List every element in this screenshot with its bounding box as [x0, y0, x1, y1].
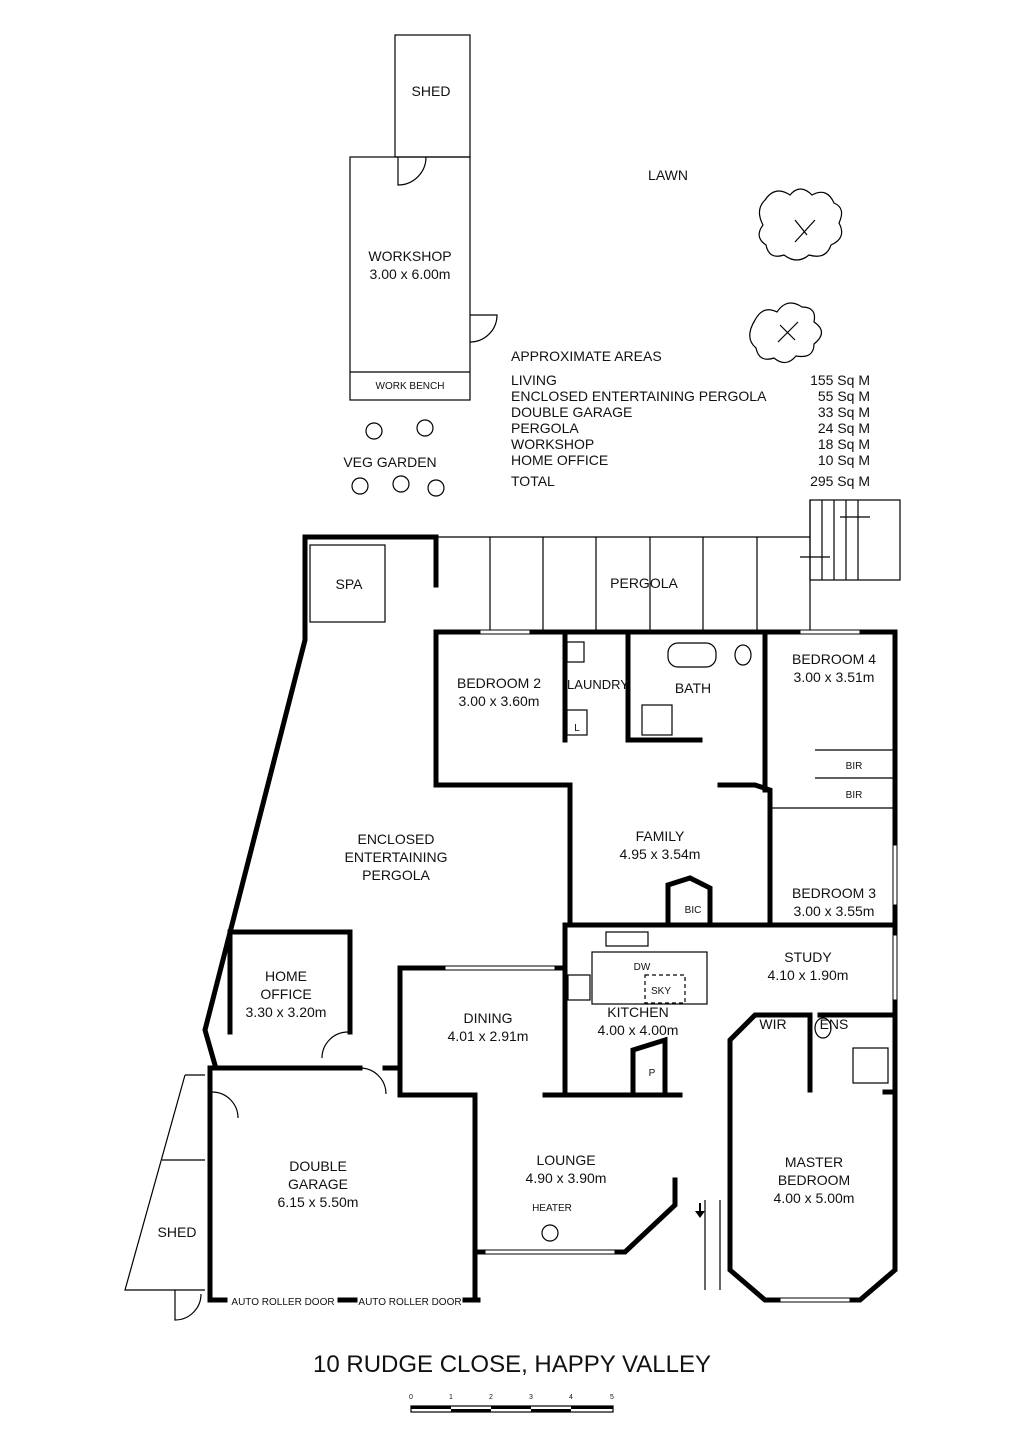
sky-label: SKY	[651, 986, 671, 997]
area-value: 18 Sq M	[818, 436, 870, 452]
bedroom2-label: BEDROOM 2	[457, 675, 541, 691]
scale-tick: 4	[569, 1394, 573, 1401]
dw-label: DW	[634, 962, 651, 973]
laundry-label: LAUNDRY	[567, 677, 629, 692]
kitchen-dim: 4.00 x 4.00m	[598, 1022, 679, 1038]
total-label: TOTAL	[511, 473, 555, 489]
plan-title: 10 RUDGE CLOSE, HAPPY VALLEY	[313, 1351, 711, 1378]
garage-label-1: DOUBLE	[289, 1158, 347, 1174]
bath-label: BATH	[675, 680, 711, 696]
enclosed-pergola-label-1: ENCLOSED	[357, 831, 434, 847]
enclosed-pergola-label-3: PERGOLA	[362, 867, 430, 883]
garage-dim: 6.15 x 5.50m	[278, 1194, 359, 1210]
lounge-label: LOUNGE	[536, 1152, 595, 1168]
pergola	[436, 500, 811, 632]
area-label: DOUBLE GARAGE	[511, 404, 632, 420]
side-shed-label: SHED	[158, 1224, 197, 1240]
spa-label: SPA	[336, 576, 364, 592]
window	[779, 1297, 851, 1303]
total-value: 295 Sq M	[810, 473, 870, 489]
window	[484, 1249, 616, 1255]
bedroom3-label: BEDROOM 3	[792, 885, 876, 901]
ens-label: ENS	[820, 1016, 849, 1032]
roller-door-label: AUTO ROLLER DOOR	[231, 1297, 334, 1308]
scale-tick: 3	[529, 1394, 533, 1401]
work-bench-label: WORK BENCH	[376, 381, 445, 392]
kitchen-label: KITCHEN	[607, 1004, 668, 1020]
bedroom2-dim: 3.00 x 3.60m	[459, 693, 540, 709]
scale-bar	[410, 1405, 614, 1413]
area-label: PERGOLA	[511, 420, 579, 436]
scale-tick: 0	[409, 1394, 413, 1401]
bic-label: BIC	[685, 905, 702, 916]
shrub-icons	[351, 419, 445, 497]
bir-label: BIR	[846, 790, 863, 801]
tree-icon	[758, 188, 843, 261]
area-label: ENCLOSED ENTERTAINING PERGOLA	[511, 388, 767, 404]
study-label: STUDY	[784, 949, 832, 965]
window	[444, 965, 556, 971]
pantry-label: P	[649, 1068, 656, 1079]
window	[799, 629, 861, 635]
lounge-dim: 4.90 x 3.90m	[526, 1170, 607, 1186]
workshop	[349, 156, 498, 401]
tree-icon	[749, 302, 823, 364]
linen-label: L	[574, 723, 580, 734]
home-office-label-1: HOME	[265, 968, 307, 984]
scale-tick: 5	[610, 1394, 614, 1401]
shed-top-label: SHED	[412, 83, 451, 99]
scale-tick: 1	[449, 1394, 453, 1401]
bedroom3-dim: 3.00 x 3.55m	[794, 903, 875, 919]
master-dim: 4.00 x 5.00m	[774, 1190, 855, 1206]
area-label: WORKSHOP	[511, 436, 594, 452]
garage-label-2: GARAGE	[288, 1176, 348, 1192]
fixtures	[541, 641, 889, 1242]
home-office-dim: 3.30 x 3.20m	[246, 1004, 327, 1020]
family-dim: 4.95 x 3.54m	[620, 846, 701, 862]
wir-label: WIR	[759, 1016, 786, 1032]
pergola-label: PERGOLA	[610, 575, 678, 591]
workshop-dim: 3.00 x 6.00m	[370, 266, 451, 282]
window	[892, 844, 898, 906]
area-value: 24 Sq M	[818, 420, 870, 436]
dining-label: DINING	[464, 1010, 513, 1026]
area-label: HOME OFFICE	[511, 452, 608, 468]
shed-top	[394, 34, 471, 186]
window	[479, 629, 531, 635]
enclosed-pergola-label-2: ENTERTAINING	[345, 849, 448, 865]
workshop-label: WORKSHOP	[368, 248, 451, 264]
roller-door-label: AUTO ROLLER DOOR	[358, 1297, 461, 1308]
dining-dim: 4.01 x 2.91m	[448, 1028, 529, 1044]
master-label-2: BEDROOM	[778, 1172, 850, 1188]
veg-garden-label: VEG GARDEN	[343, 454, 436, 470]
areas-heading: APPROXIMATE AREAS	[511, 348, 662, 364]
scale-tick: 2	[489, 1394, 493, 1401]
steps	[800, 499, 901, 581]
family-label: FAMILY	[636, 828, 685, 844]
bir-label: BIR	[846, 761, 863, 772]
area-value: 33 Sq M	[818, 404, 870, 420]
home-office-label-2: OFFICE	[260, 986, 311, 1002]
window	[892, 934, 898, 1001]
heater-label: HEATER	[532, 1203, 572, 1214]
area-value: 55 Sq M	[818, 388, 870, 404]
bedroom4-label: BEDROOM 4	[792, 651, 876, 667]
area-value: 155 Sq M	[810, 372, 870, 388]
garage-walls	[207, 1065, 481, 1303]
side-shed	[124, 1074, 205, 1321]
lawn-label: LAWN	[648, 167, 688, 183]
master-label-1: MASTER	[785, 1154, 843, 1170]
area-value: 10 Sq M	[818, 452, 870, 468]
home-office-walls	[227, 929, 353, 1059]
study-dim: 4.10 x 1.90m	[768, 967, 849, 983]
area-label: LIVING	[511, 372, 557, 388]
enclosed-pergola-walls	[202, 534, 439, 1069]
bedroom4-dim: 3.00 x 3.51m	[794, 669, 875, 685]
areas-table: APPROXIMATE AREAS LIVING 155 Sq M ENCLOS…	[511, 348, 870, 489]
